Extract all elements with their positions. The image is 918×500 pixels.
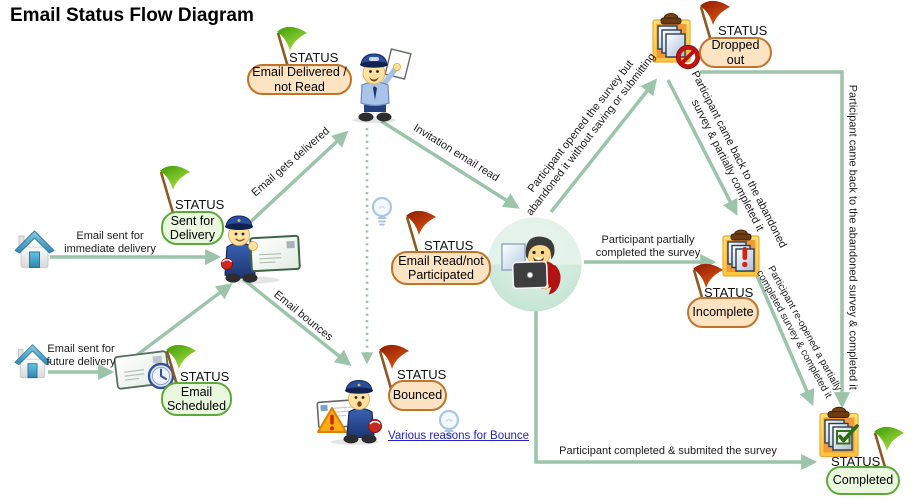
- house-future-icon: [14, 344, 51, 379]
- clipboard-completed-icon: [819, 406, 859, 458]
- status-bubble-email-scheduled: Email Scheduled: [161, 382, 232, 416]
- arrow-reopened-completed: [753, 270, 815, 406]
- participant-computer-icon: [487, 217, 582, 312]
- red-flag-bounced-icon: [378, 344, 409, 393]
- edge-label-completed-submitted: Participant completed & submited the sur…: [559, 445, 777, 457]
- status-tag-dropped: STATUS: [718, 23, 768, 38]
- clipboard-incomplete-icon: [722, 229, 760, 277]
- bounce-reasons-link[interactable]: Various reasons for Bounce: [388, 430, 530, 442]
- edge-label-immediate-delivery: Email sent for immediate delivery: [64, 230, 156, 255]
- clipboard-dropped-icon: [652, 13, 701, 70]
- exclamation-icon: [742, 247, 748, 268]
- status-tag-read: STATUS: [424, 238, 474, 253]
- status-bubble-dropped-out: Dropped out: [699, 37, 772, 68]
- status-tag-bounced: STATUS: [397, 367, 447, 382]
- postman-bounced-icon: [316, 379, 382, 445]
- status-tag-delivered: STATUS: [289, 50, 339, 65]
- status-bubble-completed: Completed: [826, 466, 900, 495]
- status-bubble-sent-for-delivery: Sent for Delivery: [161, 211, 224, 245]
- green-flag-sent-icon: [159, 165, 190, 214]
- arrow-opened-abandoned: [549, 78, 658, 214]
- status-bubble-bounced: Bounced: [388, 380, 447, 411]
- status-bubble-email-delivered: Email Delivered / not Read: [247, 64, 352, 95]
- status-tag-incomplete: STATUS: [704, 285, 754, 300]
- status-tag-sent: STATUS: [175, 197, 225, 212]
- lightbulb-delivered-icon: [371, 196, 393, 226]
- scheduled-envelope-icon: [114, 350, 175, 390]
- status-tag-completed: STATUS: [831, 454, 881, 469]
- edge-label-cameback-completed: Participant came back to the abandoned s…: [846, 84, 859, 390]
- arrow-bounces: [241, 277, 352, 367]
- arrow-scheduled-to-postman: [135, 283, 233, 357]
- status-bubble-incomplete: Incomplete: [687, 297, 759, 328]
- arrow-gets-delivered: [244, 130, 349, 228]
- postman-envelope-icon: [221, 215, 301, 284]
- house-immediate-icon: [14, 230, 55, 268]
- arrow-completed-submitted: [534, 310, 818, 471]
- edge-label-partially-completed: Participant partially completed the surv…: [595, 234, 701, 259]
- page-title: Email Status Flow Diagram: [10, 5, 254, 26]
- arrow-cameback-partial: [666, 79, 738, 216]
- status-bubble-email-read: Email Read/not Participated: [391, 251, 491, 285]
- arrow-cameback-completed: [700, 70, 851, 409]
- checkmark-icon: [836, 424, 859, 445]
- postman-delivered-icon: [352, 48, 412, 123]
- arrow-invitation-read: [380, 119, 520, 209]
- status-tag-scheduled: STATUS: [180, 369, 230, 384]
- edge-label-future-delivery: Email sent for future delivery: [46, 343, 116, 368]
- lightbulb-bounce-icon: [438, 409, 460, 439]
